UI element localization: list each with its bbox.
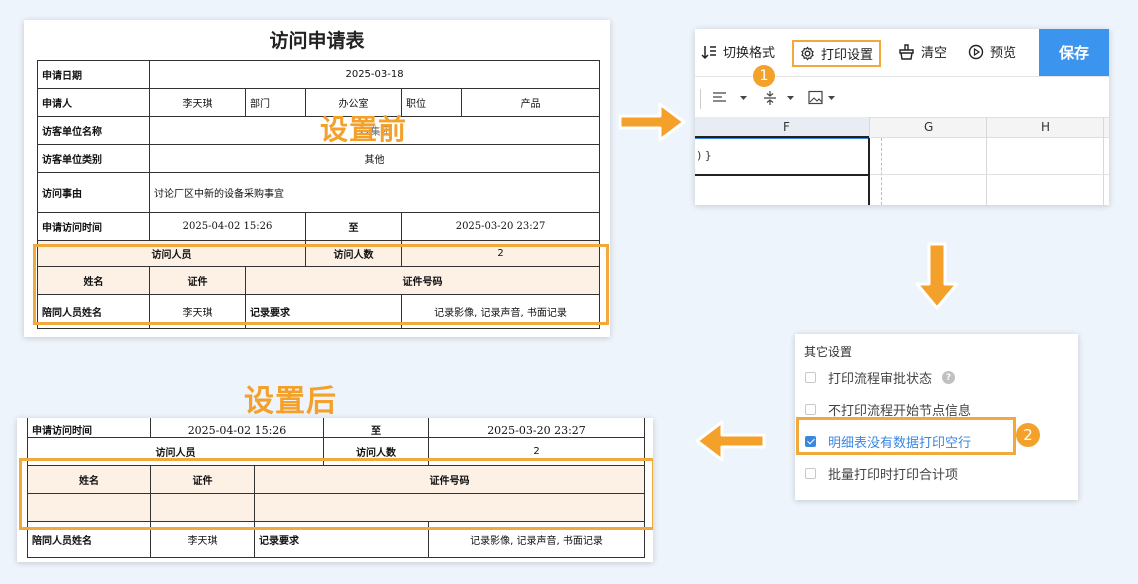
column-header-h[interactable]: H (1041, 120, 1051, 134)
option-label: 不打印流程开始节点信息 (828, 404, 972, 419)
align-icon[interactable] (712, 90, 748, 106)
position-value: 产品 (460, 88, 601, 117)
visitor-type-value: 其他 (148, 144, 601, 173)
help-icon[interactable]: ? (942, 371, 956, 384)
dept-label: 部门 (245, 88, 306, 117)
switch-format-button[interactable]: 切换格式 (701, 42, 775, 61)
highlight-box-after (19, 458, 653, 530)
to-label: 至 (323, 418, 429, 438)
highlight-box-before (33, 244, 609, 325)
before-label: 设置前 (320, 113, 408, 146)
cert-header: 证件 (149, 266, 246, 295)
visit-end-value: 2025-03-20 23:27 (400, 212, 601, 241)
visitor-unit-label: 访客单位名称 (37, 116, 150, 145)
vertical-align-icon[interactable] (763, 90, 799, 106)
visit-start-value: 2025-04-02 15:26 (150, 418, 324, 438)
after-label: 设置后 (244, 384, 337, 419)
empty-cell (254, 493, 645, 522)
other-settings-panel: 其它设置 打印流程审批状态 ? 不打印流程开始节点信息 明细表没有数据打印空行 … (795, 334, 1078, 500)
empty-cell (150, 493, 255, 522)
checkbox[interactable] (805, 468, 816, 479)
cert-no-header: 证件号码 (254, 465, 645, 494)
visit-time-label: 申请访问时间 (27, 418, 151, 438)
visitor-count-label: 访问人数 (323, 437, 429, 466)
switch-format-icon (701, 45, 716, 59)
visit-start-value: 2025-04-02 15:26 (149, 212, 306, 241)
clear-label: 清空 (921, 46, 948, 61)
form-title: 访问申请表 (269, 30, 365, 52)
arrow-left-icon (695, 420, 766, 462)
visit-time-label: 申请访问时间 (37, 212, 150, 241)
position-label: 职位 (401, 88, 462, 117)
gear-icon (801, 46, 814, 61)
option-label: 打印流程审批状态 (828, 372, 933, 387)
reason-value: 讨论厂区中新的设备采购事宜 (148, 172, 601, 213)
apply-date-label: 申请日期 (37, 60, 150, 89)
option-skip-start-node[interactable]: 不打印流程开始节点信息 (805, 400, 971, 419)
preview-label: 预览 (990, 46, 1017, 61)
step-badge-1: 1 (753, 65, 775, 87)
applicant-label: 申请人 (37, 88, 150, 117)
image-icon[interactable] (808, 90, 844, 106)
checkbox[interactable] (805, 404, 816, 415)
reason-label: 访问事由 (37, 172, 150, 213)
form-before-panel: 访问申请表 申请日期 2025-03-18 申请人 李天琪 部门 办公室 职位 … (24, 20, 610, 337)
editor-toolbar-panel: 切换格式 打印设置 清空 预览 保存 1 F G H ) } (695, 29, 1109, 205)
column-header-f[interactable]: F (783, 120, 790, 134)
applicant-value: 李天琪 (149, 88, 246, 117)
broom-icon (899, 43, 914, 60)
name-header: 姓名 (27, 465, 151, 494)
print-settings-label: 打印设置 (821, 48, 874, 63)
to-label: 至 (305, 212, 402, 241)
option-print-approval-status[interactable]: 打印流程审批状态 ? (805, 368, 956, 387)
print-settings-button[interactable]: 打印设置 (792, 40, 882, 67)
form-after-panel: 申请访问时间 2025-04-02 15:26 至 2025-03-20 23:… (17, 418, 653, 562)
option-print-empty-rows[interactable]: 明细表没有数据打印空行 (805, 432, 971, 451)
cell-fragment: ) } (697, 149, 712, 162)
arrow-down-icon (915, 242, 959, 310)
step-badge-2: 2 (1016, 423, 1040, 447)
preview-button[interactable]: 预览 (968, 42, 1016, 61)
option-label: 批量打印时打印合计项 (828, 468, 959, 483)
settings-title: 其它设置 (804, 345, 853, 359)
column-header-g[interactable]: G (924, 120, 934, 134)
empty-cell (27, 493, 151, 522)
name-header: 姓名 (37, 266, 150, 295)
cert-no-header: 证件号码 (244, 266, 601, 295)
highlight-box-option (796, 417, 1016, 455)
play-circle-icon (968, 44, 984, 59)
visit-end-value: 2025-03-20 23:27 (428, 418, 645, 438)
arrow-right-icon (618, 102, 686, 142)
visitor-type-label: 访客单位类别 (37, 144, 150, 173)
clear-button[interactable]: 清空 (898, 42, 947, 61)
visitor-unit-value: xx集团 (148, 116, 601, 145)
checkbox[interactable] (805, 372, 816, 383)
option-label: 明细表没有数据打印空行 (828, 436, 972, 451)
switch-format-label: 切换格式 (723, 46, 776, 61)
save-button[interactable]: 保存 (1039, 29, 1109, 76)
dept-value: 办公室 (305, 88, 402, 117)
visitor-count-value: 2 (428, 437, 645, 466)
option-print-totals[interactable]: 批量打印时打印合计项 (805, 464, 958, 483)
apply-date-value: 2025-03-18 (148, 60, 601, 89)
checkbox-checked[interactable] (805, 436, 816, 447)
